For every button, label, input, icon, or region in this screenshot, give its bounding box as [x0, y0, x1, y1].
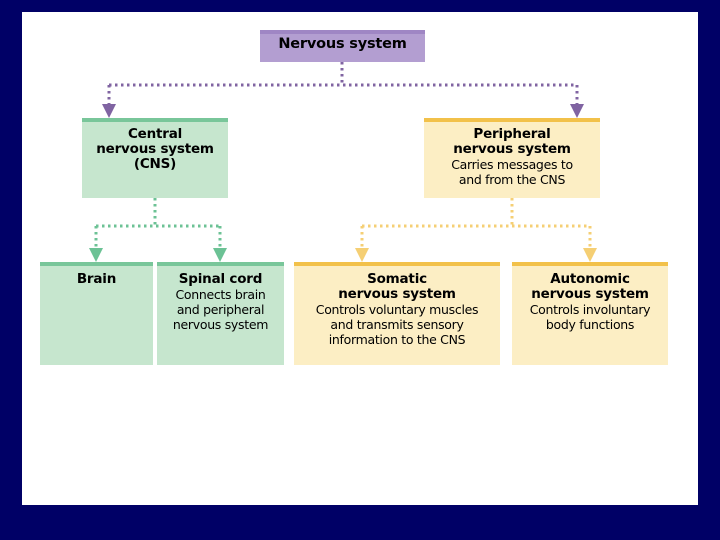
node-desc-line-3: information to the CNS — [328, 332, 466, 348]
arrowhead-to-central — [102, 104, 116, 118]
node-peripheral-nervous-system[interactable]: Peripheral nervous system Carries messag… — [424, 118, 600, 198]
node-central-nervous-system[interactable]: Central nervous system (CNS) — [82, 118, 228, 198]
node-spinal-cord[interactable]: Spinal cord Connects brain and periphera… — [157, 262, 284, 365]
edge-peripheral-to-children — [355, 198, 597, 262]
node-title-line-3: (CNS) — [133, 156, 177, 173]
node-accent-bar — [512, 262, 668, 266]
node-title-line-1: Peripheral — [473, 126, 551, 142]
node-title-line-2: nervous system — [453, 141, 571, 158]
node-title-line-1: Central — [127, 126, 183, 142]
node-desc-line-2: and from the CNS — [458, 172, 566, 188]
node-desc-line-3: nervous system — [172, 317, 269, 333]
node-desc-line-1: Connects brain — [175, 287, 266, 303]
node-title: Spinal cord — [178, 271, 263, 287]
node-accent-bar — [40, 262, 153, 266]
node-title: Nervous system — [278, 36, 407, 52]
node-desc-line-2: and transmits sensory — [330, 317, 464, 333]
node-title-line-1: Somatic — [367, 271, 427, 287]
node-title-line-1: Autonomic — [550, 271, 630, 287]
diagram-canvas: Nervous system Central nervous system (C… — [22, 12, 698, 505]
node-accent-bar — [294, 262, 500, 266]
node-desc-line-1: Carries messages to — [451, 157, 573, 173]
node-accent-bar — [260, 30, 425, 34]
edge-root-to-children — [102, 62, 584, 118]
node-nervous-system[interactable]: Nervous system — [260, 30, 425, 62]
node-accent-bar — [82, 118, 228, 122]
node-title-line-2: nervous system — [531, 286, 649, 303]
node-accent-bar — [424, 118, 600, 122]
arrowhead-to-autonomic — [583, 248, 597, 262]
node-title-line-2: nervous system — [338, 286, 456, 303]
node-desc-line-1: Controls involuntary — [529, 302, 651, 318]
node-desc-line-1: Controls voluntary muscles — [315, 302, 479, 318]
node-title-line-2: nervous system — [96, 141, 214, 158]
arrowhead-to-spinal-cord — [213, 248, 227, 262]
arrowhead-to-brain — [89, 248, 103, 262]
node-accent-bar — [157, 262, 284, 266]
connector-layer — [89, 62, 597, 262]
node-brain[interactable]: Brain — [40, 262, 153, 365]
node-autonomic-nervous-system[interactable]: Autonomic nervous system Controls involu… — [512, 262, 668, 365]
arrowhead-to-peripheral — [570, 104, 584, 118]
node-title: Brain — [76, 271, 117, 287]
node-desc-line-2: body functions — [545, 317, 635, 333]
arrowhead-to-somatic — [355, 248, 369, 262]
edge-central-to-children — [89, 198, 227, 262]
node-desc-line-2: and peripheral — [176, 302, 265, 318]
node-somatic-nervous-system[interactable]: Somatic nervous system Controls voluntar… — [294, 262, 500, 365]
